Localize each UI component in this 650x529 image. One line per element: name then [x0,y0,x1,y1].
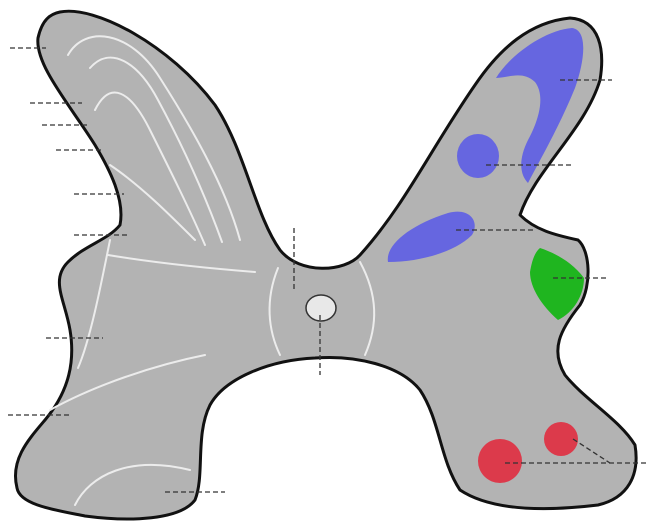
central-canal [306,295,336,321]
red-tract-small [544,422,578,456]
red-tract-large [478,439,522,483]
blue-round-tract [457,134,499,178]
